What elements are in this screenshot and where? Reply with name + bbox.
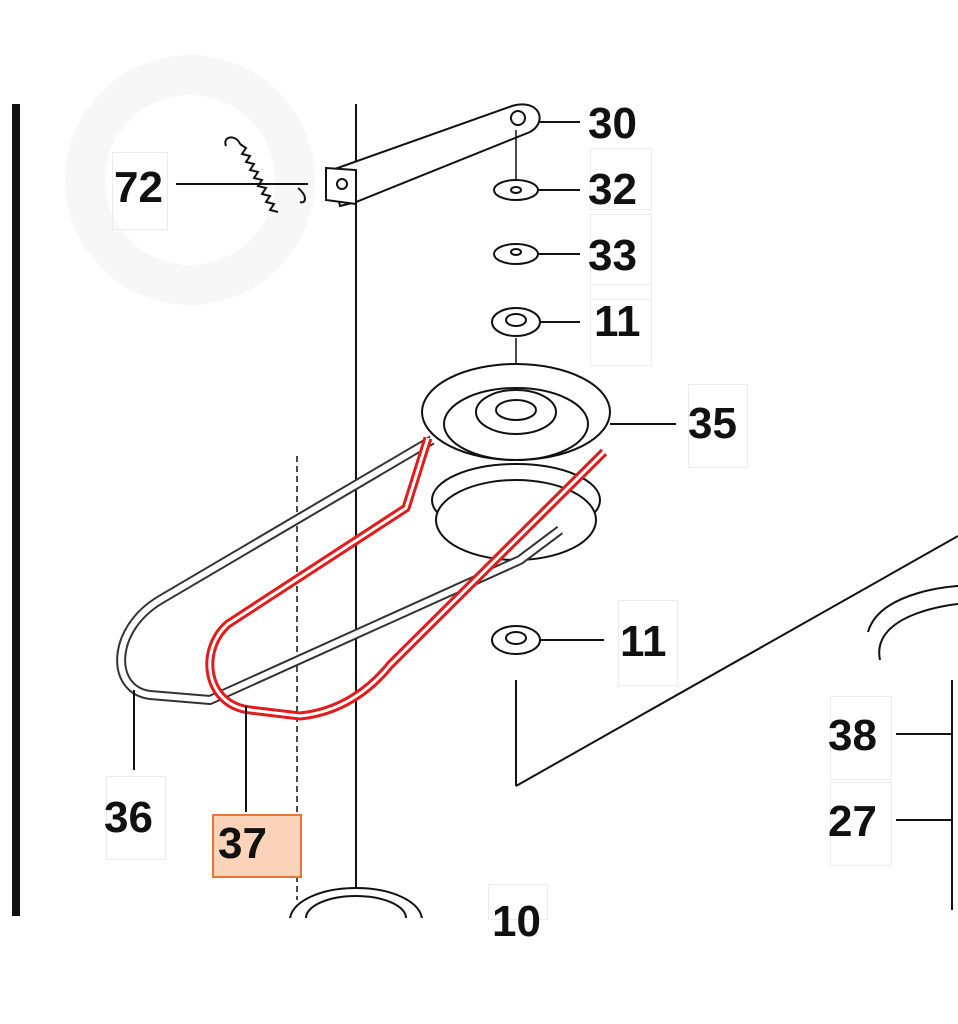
label-box (830, 782, 892, 866)
callout-36[interactable]: 36 (104, 793, 153, 842)
callout-11-top[interactable]: 11 (594, 297, 641, 346)
callout-11-bottom[interactable]: 11 (620, 617, 667, 666)
washer-part (493, 179, 539, 265)
deck-outline (515, 535, 958, 910)
label-box (590, 148, 652, 210)
bottom-margin (0, 918, 958, 1024)
label-box (618, 600, 678, 686)
pulley-part (421, 363, 611, 561)
callout-32[interactable]: 32 (588, 165, 637, 214)
callout-10[interactable]: 10 (492, 900, 541, 944)
frame-left-border (12, 104, 20, 916)
callout-35[interactable]: 35 (688, 399, 737, 448)
callout-37[interactable]: 37 (218, 819, 267, 868)
belt-37-part (208, 437, 606, 718)
label-box (112, 152, 168, 230)
highlight-box-37 (212, 814, 302, 878)
label-box (688, 384, 748, 468)
callout-38[interactable]: 38 (828, 711, 877, 760)
leader-lines (133, 121, 952, 821)
callout-30[interactable]: 30 (588, 99, 637, 148)
callout-27[interactable]: 27 (828, 797, 877, 846)
label-box (590, 284, 652, 366)
belt-36-part (118, 437, 562, 703)
label-box (488, 884, 548, 920)
watermark-gear-icon (65, 55, 315, 305)
label-box (106, 776, 166, 860)
bearing-part (491, 307, 541, 655)
label-box (830, 696, 892, 780)
label-box (590, 214, 652, 300)
callout-33[interactable]: 33 (588, 231, 637, 280)
callout-72[interactable]: 72 (114, 163, 163, 212)
spring-part (224, 136, 306, 213)
idler-arm-part (325, 103, 541, 208)
